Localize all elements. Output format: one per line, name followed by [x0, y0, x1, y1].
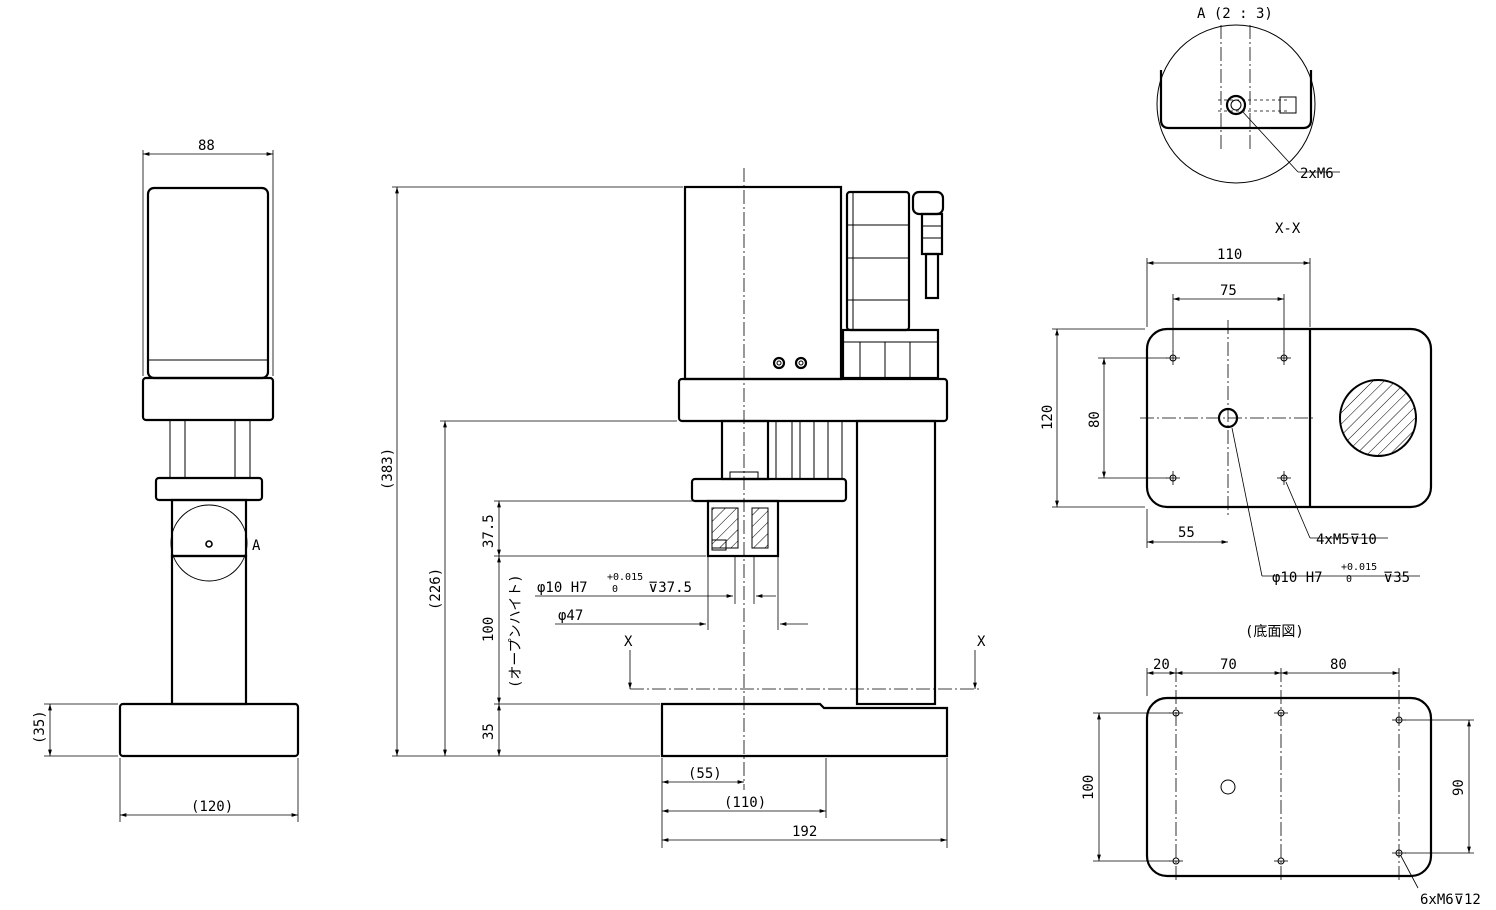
xx-height-80: 80	[1087, 411, 1103, 428]
front-chuck	[690, 477, 848, 503]
front-head	[677, 377, 949, 423]
xx-width-75: 75	[1220, 283, 1237, 299]
xx-bore-tol-lower: 0	[1346, 574, 1352, 585]
xx-width-110: 110	[1217, 247, 1242, 263]
detail-a: A (2 : 3) 2xM6	[1156, 6, 1340, 184]
bottom-height-90: 90	[1451, 779, 1467, 796]
xx-bore-spec: φ10 H7	[1272, 570, 1323, 586]
bottom-pitch-70: 70	[1220, 657, 1237, 673]
chuck-height: 37.5	[481, 514, 497, 548]
bore-tol-lower: 0	[612, 584, 618, 595]
motor	[845, 190, 911, 332]
bottom-height-100: 100	[1081, 775, 1097, 800]
bottom-tap-spec: 6xM6⊽12	[1420, 892, 1481, 908]
side-height-35: (35)	[32, 710, 48, 744]
front-column	[855, 419, 937, 706]
xx-bore-tol-upper: +0.015	[1341, 562, 1377, 573]
xx-tap-spec: 4xM5⊽10	[1316, 532, 1377, 548]
bore-depth: ⊽37.5	[648, 580, 692, 596]
section-mark-right: X	[977, 634, 986, 650]
front-base	[660, 702, 949, 758]
section-xx-title: X-X	[1275, 221, 1301, 237]
detail-a-circle	[170, 504, 248, 582]
tap-holes-m6	[1169, 709, 1406, 865]
open-height-total: (226)	[428, 568, 444, 610]
side-width-88: 88	[198, 138, 215, 154]
bottom-view-title: (底面図)	[1245, 624, 1304, 640]
bottom-offset-20: 20	[1153, 657, 1170, 673]
bore-spec: φ10 H7	[537, 580, 588, 596]
xx-bore-depth: ⊽35	[1383, 570, 1410, 586]
section-xx: X-X 110 75 120 80 55 4xM5⊽10	[1040, 221, 1433, 586]
bottom-view: (底面図) 20 70 80 100 90 6xM6⊽12	[1081, 624, 1481, 908]
xx-height-120: 120	[1040, 405, 1056, 430]
front-cover	[683, 185, 843, 381]
overall-height: (383)	[380, 448, 396, 490]
front-view: (383) (226) 37.5 100 (オープンハイト) 35 φ10 H7…	[380, 168, 986, 848]
bore-tol-upper: +0.015	[607, 572, 643, 583]
side-base	[118, 702, 300, 758]
side-column	[170, 554, 248, 706]
side-width-120: (120)	[191, 799, 233, 815]
side-head	[141, 376, 275, 422]
width-55: (55)	[688, 766, 722, 782]
dia-47: φ47	[558, 608, 583, 624]
detail-a-holes: 2xM6	[1300, 166, 1334, 182]
base-height: 35	[481, 723, 497, 740]
open-height-value: 100	[481, 617, 497, 642]
detail-a-label: A	[252, 538, 261, 554]
side-cover	[146, 186, 270, 380]
width-110: (110)	[724, 795, 766, 811]
side-chuck	[154, 476, 264, 502]
detail-a-title: A (2 : 3)	[1197, 6, 1273, 22]
side-view: 88 (120) (35) A	[32, 138, 300, 822]
xx-width-55: 55	[1178, 525, 1195, 541]
section-mark-left: X	[624, 634, 633, 650]
hole-icon	[205, 540, 213, 548]
tap-holes-m5	[1166, 351, 1291, 485]
open-height-label: (オープンハイト)	[508, 574, 524, 688]
bottom-pitch-80: 80	[1330, 657, 1347, 673]
width-192: 192	[792, 824, 817, 840]
